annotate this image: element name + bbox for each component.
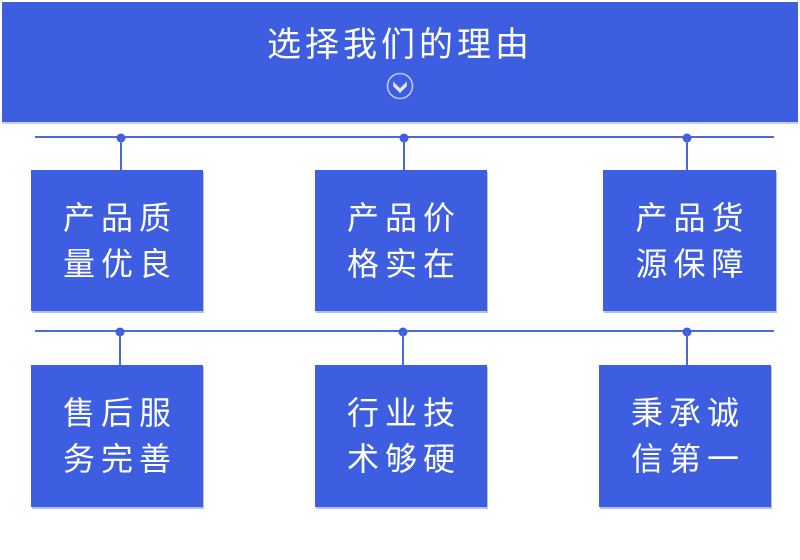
reason-box-quality: 产品质 量优良 [31,170,203,311]
reason-label: 产品货 源保障 [635,199,750,282]
row2-dot-1 [115,327,125,336]
row2-dot-2 [398,327,408,336]
reason-box-aftersales: 售后服 务完善 [31,365,203,507]
reason-box-price: 产品价 格实在 [315,170,487,311]
row1-drop-line-1 [120,138,122,170]
row1-dot-3 [682,133,692,142]
reason-box-supply: 产品货 源保障 [603,170,776,311]
reason-label: 产品质 量优良 [62,199,177,282]
chevron-down-circle-icon [386,72,414,100]
row2-dot-3 [682,327,692,336]
reason-box-technology: 行业技 术够硬 [315,365,487,507]
row1-dot-2 [399,133,409,142]
row1-drop-line-3 [686,138,688,170]
header-banner: 选择我们的理由 [2,2,798,122]
row2-drop-line-3 [686,332,688,365]
reason-box-integrity: 秉承诚 信第一 [599,365,771,507]
reason-label: 秉承诚 信第一 [630,395,745,477]
row1-dot-1 [116,133,126,142]
reason-label: 产品价 格实在 [346,199,461,282]
row2-drop-line-1 [119,332,121,365]
reason-label: 售后服 务完善 [62,395,177,477]
row2-drop-line-2 [402,332,404,365]
row1-drop-line-2 [403,138,405,170]
reason-label: 行业技 术够硬 [346,395,461,477]
page-title: 选择我们的理由 [267,25,533,64]
